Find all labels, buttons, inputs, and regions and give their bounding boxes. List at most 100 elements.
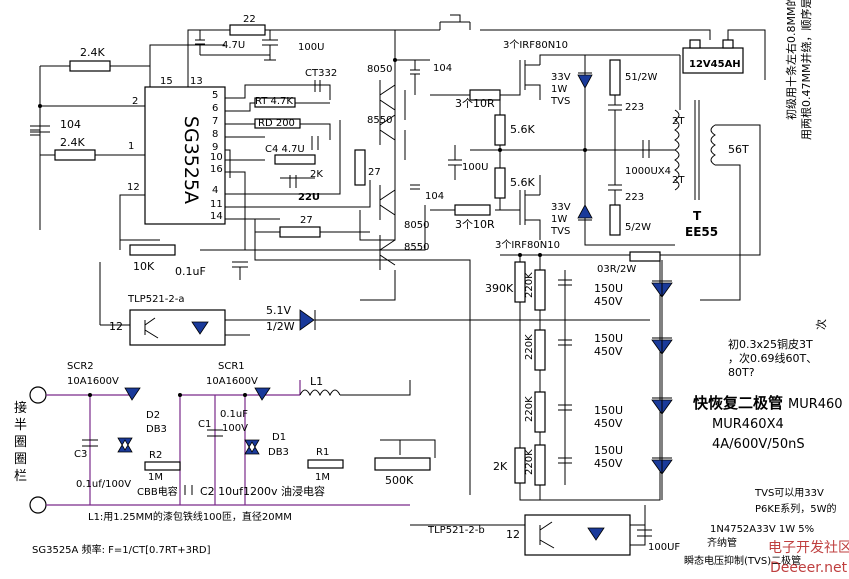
ic-pin-12: 12 — [127, 182, 140, 193]
tvs-a-icon — [577, 74, 593, 89]
transformer: 2T 2T 56T T EE55 — [650, 55, 761, 301]
resistor-03r — [629, 251, 661, 262]
ic-pin-8: 8 — [212, 129, 218, 140]
tvs-b-line2: 1W — [551, 214, 567, 225]
note-primary-vertical3: 次 — [814, 319, 828, 330]
resistor-5-2w — [609, 204, 621, 236]
sg3525a-ic: SG3525A 2 15 13 5 6 7 8 9 10 16 4 11 14 … — [127, 76, 226, 225]
cap-cbb-label: CBB电容 — [137, 485, 178, 498]
note-fast-diode: 快恢复二极管 — [693, 394, 783, 412]
resistor-27b — [354, 149, 366, 186]
resistor-220k-3-label: 220K — [524, 396, 535, 422]
resistor-220k-1 — [534, 269, 546, 311]
ic-pin-10: 10 — [210, 152, 223, 163]
inductor-l1-label: L1 — [310, 375, 323, 388]
ic-capacitors: 104 4.7U 100U CT332 C4 4.7U 22U 0.1uF — [30, 30, 337, 280]
resistor-220k-4-label: 220K — [524, 449, 535, 475]
note-primary-vertical: 初级用十条左右0.8MM的先来做一次级 — [784, 0, 798, 120]
resistor-10r-b-label: 3个10R — [455, 218, 495, 231]
resistor-03r-label: 03R/2W — [597, 264, 636, 275]
resistor-220k-2-label: 220K — [524, 334, 535, 360]
diode-d1-label: D1 — [272, 432, 286, 443]
cap-ct-label: CT332 — [305, 68, 337, 79]
cap-01uf — [232, 261, 248, 280]
scr1-icon — [254, 387, 271, 401]
tvs-a-line1: 33V — [551, 72, 571, 83]
note-spec: 4A/600V/50nS — [712, 437, 805, 452]
resistor-5k6-a-label: 5.6K — [510, 123, 535, 136]
ic-pin-6: 6 — [212, 103, 218, 114]
scr2-value: 10A1600V — [67, 376, 119, 387]
transformer-secondary: 56T — [728, 143, 749, 156]
cap-104-driver-b: 104 — [425, 191, 444, 202]
ic-pin-13: 13 — [190, 76, 203, 87]
ic-pin-5: 5 — [212, 90, 218, 101]
resistor-51-2w-label: 51/2W — [625, 72, 657, 83]
resistor-2k4-b — [54, 149, 96, 161]
opto-a: TLP521-2-a 12 5.1V 1/2W — [99, 262, 650, 346]
resistor-10r-a — [469, 89, 501, 101]
cap-c2-label: C2 10uf1200v 油浸电容 — [200, 484, 325, 498]
cap-104-left — [30, 125, 50, 133]
note-frequency: SG3525A 频率: F=1/CT[0.7RT+3RD] — [32, 543, 211, 556]
terminal-label-3: 圈 — [14, 435, 27, 450]
resistor-1m-a-label: 1M — [148, 472, 163, 483]
cap-223-a-label: 223 — [625, 102, 644, 113]
cap-100u-label: 100U — [298, 42, 324, 53]
resistor-rd — [254, 118, 301, 129]
cap-150u-1: 150U — [594, 282, 623, 295]
opto-b-pin: 12 — [506, 528, 520, 541]
resistor-2k — [274, 154, 316, 165]
resistor-5k6-a — [494, 114, 506, 146]
cap-1000u-label: 1000UX4 — [625, 166, 671, 177]
resistor-r1-label: R1 — [316, 447, 329, 458]
notes: L1:用1.25MM的漆包铁线100匝，直径20MM SG3525A 频率: F… — [32, 0, 849, 576]
ic-pin-15: 15 — [160, 76, 173, 87]
note-wire-2: ，次0.69线60T、 — [728, 351, 817, 365]
ic-pin-14: 14 — [210, 211, 223, 222]
scr1-value: 10A1600V — [206, 376, 258, 387]
resistor-22-label: 22 — [243, 14, 256, 25]
resistor-rt — [254, 97, 296, 108]
resistor-390k-label: 390K — [485, 282, 514, 295]
scr2-icon — [124, 387, 141, 401]
resistor-51-2w — [609, 59, 621, 96]
terminal-label-1: 接 — [14, 400, 27, 416]
ic-wires — [30, 29, 471, 495]
ic-pin-7: 7 — [212, 116, 218, 127]
ic-pin-9: 9 — [212, 142, 218, 153]
cap-450v-3: 450V — [594, 417, 623, 430]
q8550-a-label: 8550 — [367, 115, 392, 126]
resistor-2k4-a — [69, 60, 111, 72]
note-tvs-4: 齐纳管 — [707, 536, 737, 549]
cap-450v-1: 450V — [594, 295, 623, 308]
resistor-22 — [229, 24, 266, 36]
resistor-5k6-b — [494, 167, 506, 199]
cap-c4 — [311, 136, 319, 150]
cap-22u — [289, 175, 297, 188]
terminal-label-4: 圈 — [14, 452, 27, 467]
q8050-a-label: 8050 — [367, 64, 392, 75]
resistor-10r-a-label: 3个10R — [455, 97, 495, 110]
ic-pin-4: 4 — [212, 185, 218, 196]
note-primary-vertical2: 用两根0.47MM并绕，顺序是：次-初- — [799, 0, 813, 140]
diode-d1-db3: DB3 — [268, 447, 289, 458]
scr2-label: SCR2 — [67, 361, 94, 372]
terminal-top[interactable] — [29, 386, 47, 404]
resistor-2k-b — [514, 447, 526, 484]
battery-label: 12V45AH — [689, 59, 741, 70]
potentiometer-500k[interactable] — [374, 457, 431, 471]
note-tvs-2: P6KE系列，5W的 — [755, 502, 837, 515]
cap-4u7 — [195, 30, 270, 56]
terminal-bottom[interactable] — [29, 496, 47, 514]
tvs-b-icon — [577, 204, 593, 219]
cap-4u7-label: 4.7U — [222, 40, 245, 51]
cap-450v-2: 450V — [594, 345, 623, 358]
cap-c3-value: 0.1uf/100V — [76, 479, 131, 490]
note-tvs-5: 瞬态电压抑制(TVS)二极管 — [684, 554, 801, 567]
resistor-r2 — [144, 461, 181, 471]
resistor-2k4-a-label: 2.4K — [80, 46, 105, 59]
mosfet-stage: 3个10R 3个10R 3个IRF80N10 3个IRF80N10 5.6K 5… — [430, 39, 680, 251]
resistor-220k-1-label: 220K — [524, 272, 535, 298]
